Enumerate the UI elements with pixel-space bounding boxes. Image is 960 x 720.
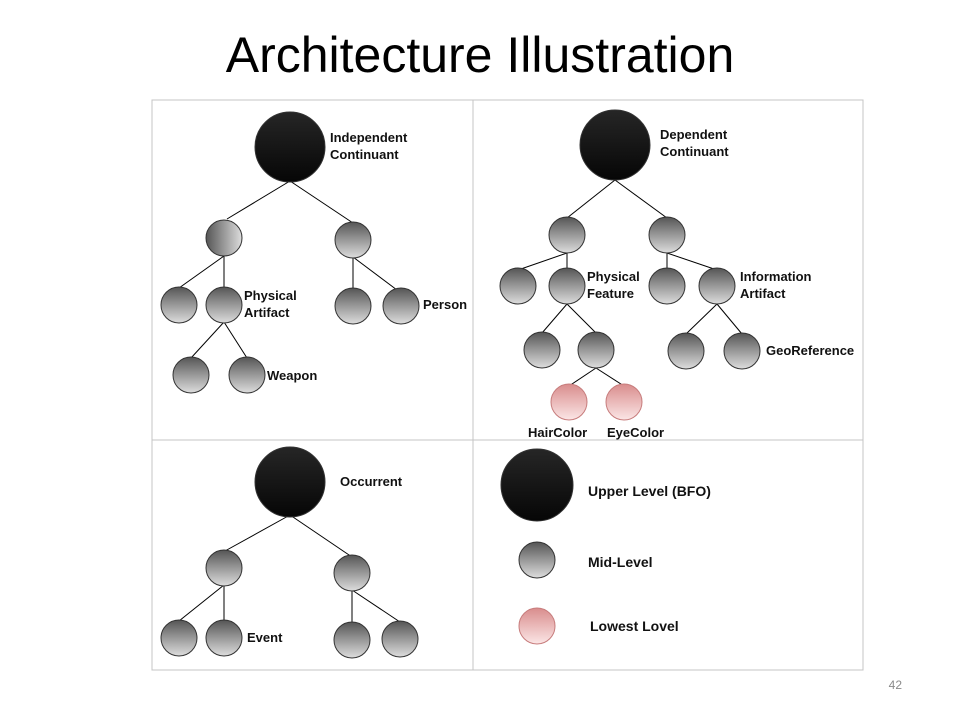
mid-level-node [205, 286, 243, 324]
legend-lowest-label: Lowest Lovel [590, 618, 679, 634]
mid-level-node [160, 619, 198, 657]
mid-level-node [499, 267, 537, 305]
georeference-label: GeoReference [766, 343, 854, 358]
mid-level-node [334, 221, 372, 259]
mid-level-node [333, 554, 371, 592]
haircolor-label: HairColor [528, 425, 587, 440]
mid-level-node [548, 216, 586, 254]
mid-level-node [648, 267, 686, 305]
page-number: 42 [888, 678, 902, 692]
event-label: Event [247, 630, 283, 645]
mid-level-node [667, 332, 705, 370]
mid-level-node [334, 287, 372, 325]
legend-upper-label: Upper Level (BFO) [588, 483, 711, 499]
legend-lowest-swatch [518, 607, 556, 645]
legend-upper-swatch [500, 448, 574, 522]
eyecolor-label: EyeColor [607, 425, 664, 440]
upper-level-node [254, 111, 326, 183]
mid-level-node [577, 331, 615, 369]
lowest-level-node [550, 383, 588, 421]
upper-level-node [254, 446, 326, 518]
lowest-level-node [605, 383, 643, 421]
mid-level-node [333, 621, 371, 659]
mid-level-node [698, 267, 736, 305]
mid-level-node [523, 331, 561, 369]
mid-level-node [228, 356, 266, 394]
mid-level-node [205, 219, 243, 257]
occurrent-label: Occurrent [340, 474, 403, 489]
mid-level-node [381, 620, 419, 658]
upper-level-node [579, 109, 651, 181]
legend-mid-swatch [518, 541, 556, 579]
legend-mid-label: Mid-Level [588, 554, 653, 570]
mid-level-node [723, 332, 761, 370]
tree-edges [178, 179, 743, 623]
person-label: Person [423, 297, 467, 312]
mid-level-node [648, 216, 686, 254]
mid-level-node [160, 286, 198, 324]
mid-level-node [172, 356, 210, 394]
weapon-label: Weapon [267, 368, 317, 383]
mid-level-node [382, 287, 420, 325]
tree-nodes [160, 109, 761, 659]
slide-title: Architecture Illustration [225, 27, 735, 83]
mid-level-node [548, 267, 586, 305]
mid-level-node [205, 549, 243, 587]
quadrant-grid [151, 99, 864, 671]
mid-level-node [205, 619, 243, 657]
